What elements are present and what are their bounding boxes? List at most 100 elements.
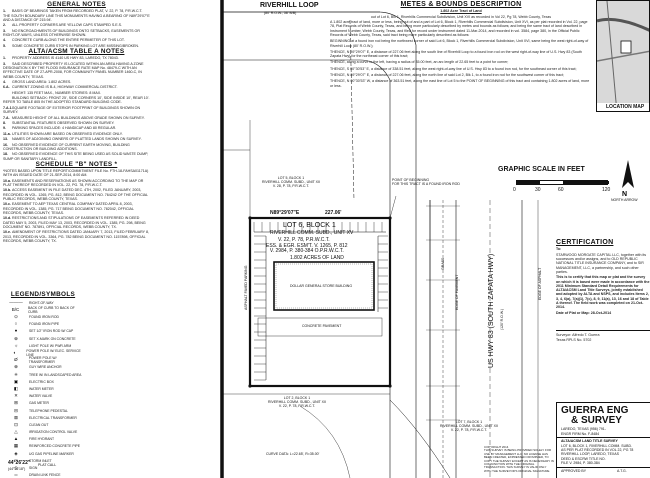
legend-symbol-icon: ⊡ <box>14 421 18 427</box>
legend-label: POWER POLE W/ TRANSFORMER <box>28 356 57 365</box>
legend-symbol-icon: ⊙ <box>14 314 18 320</box>
schedule-b-note-text: RESTRICTIONS AND STIPULATIONS OF EASEMEN… <box>3 216 146 230</box>
cert-rpls: Texas RPLS No. 5702 <box>556 338 592 343</box>
metes-paragraph: THENCE, S 00°30'53" E, a distance of 338… <box>330 66 577 71</box>
road-center-dashes <box>349 19 355 201</box>
schedule-b-note: 10.e.AMENDMENT OF RESTRICTIONS DATED JAN… <box>3 230 150 243</box>
metes-tract-head: 1.802 Acre Tract of Land <box>440 9 482 14</box>
legend-symbol-icon: ◧ <box>13 385 19 391</box>
nw-corner-marker <box>248 216 252 220</box>
alta-note-text: NO OBSERVED EVIDENCE OF CURRENT EARTH MO… <box>3 142 130 151</box>
riverhill-loop-label: RIVERHILL LOOP <box>260 2 319 9</box>
deed-ref: DEED & ESCRW TITLE NO. FILE V. 2984, P. … <box>561 457 606 465</box>
alta-note-text: SAID DESCRIBED PROPERTY IS LOCATED WITHI… <box>3 61 144 79</box>
alta-note: 1.PROPERTY ADDRESS IS 4140 US HWY 83, LA… <box>3 56 150 60</box>
legend-symbol-icon: ◐ <box>13 350 17 356</box>
parking-stalls-top <box>253 222 386 233</box>
legend-row: ⊙ FOUND IRON ROD <box>3 314 83 321</box>
legend-row: ⊗SET X-MARK ON CONCRETE <box>3 335 83 342</box>
legend-label: ELECTRIC BOX <box>29 379 54 384</box>
alta-note: 18.NO OBSERVED EVIDENCE OF THIS SITE BEI… <box>3 152 150 161</box>
alta-note-text: BUILDING SETBACK: FRONT 25', SIDE CORNER… <box>3 96 150 105</box>
title-divider <box>557 437 650 438</box>
alta-note-text: UTILITIES SHOWN ARE BASED ON OBSERVED EV… <box>12 131 123 136</box>
alta-note-number: 9. <box>3 126 6 131</box>
legend-label: IRRIGATION CONTROL VALVE <box>29 430 78 435</box>
legend-title: LEGEND/SYMBOLS <box>10 291 76 298</box>
se-corner-marker <box>388 384 392 388</box>
cert-to: To: <box>556 247 562 252</box>
alta-note-text: HEIGHT: 135 FEET MAX., NUMBER STORIES: 8… <box>12 90 102 95</box>
lot6-label: LOT 6, BLOCK 1 <box>283 222 336 229</box>
edge-asphalt-label: EDGE OF ASPHALT <box>538 267 542 300</box>
metes-subhead: out of Lot 6, Blk 1, Riverhills Commerci… <box>370 14 552 19</box>
alta-note: BUILDING SETBACK: FRONT 25', SIDE CORNER… <box>3 96 150 105</box>
legend-label: FOUND IRON ROD <box>29 315 59 320</box>
legend-symbol-icon: ◇ <box>14 465 18 471</box>
legend-row: ✳TREE W/ IN LANDSCAPED AREA <box>3 371 83 378</box>
location-map-label: LOCATION MAP <box>606 104 645 110</box>
schedule-b-note-number: 10.c. <box>3 202 11 207</box>
alta-note: 13.NAMES OF ADJOINING OWNERS OF PLATTED … <box>3 137 150 141</box>
pob-label: POINT OF BEGINNING FOR THIS TRACT IS A F… <box>392 178 460 186</box>
legend-label: POWER POLE W/ ELEC. SERVICE LINE <box>26 348 81 358</box>
scale-title: GRAPHIC SCALE IN FEET <box>498 166 585 173</box>
notes-column: GENERAL NOTES 1.BASIS OF BEARINGS TAKEN … <box>3 1 150 244</box>
firm-name-2: & SURVEY <box>571 415 622 426</box>
legend-row: ▦ REINFORCED CONCRETE PIPE <box>3 443 83 450</box>
alta-note: HEIGHT: 135 FEET MAX., NUMBER STORIES: 8… <box>3 91 150 95</box>
legend-row: ◐ POWER POLE W/ ELEC. SERVICE LINE <box>3 348 83 358</box>
location-map-drawing <box>597 1 649 111</box>
alta-note: 3.SAID DESCRIBED PROPERTY IS LOCATED WIT… <box>3 62 150 79</box>
general-note-number: 3. <box>3 28 6 33</box>
scale-tick-30: 30 <box>535 187 541 193</box>
certification-block: CERTIFICATION To: STARWOOD MORGATE CAPIT… <box>556 239 650 344</box>
legend-row: ▲FIRE HYDRANT <box>3 436 83 443</box>
survey-title: ALTA/ACSM LAND TITLE SURVEY <box>561 439 618 443</box>
schedule-b-note-text: EASEMENTS AND RESERVATIONS AS SHOWN ACCO… <box>3 178 144 188</box>
general-note-text: CONCRETE CURB ALONG THE ENTIRE PERIMETER… <box>12 38 125 43</box>
legend-symbol-icon: ⊗ <box>14 335 18 341</box>
legend-symbol-icon: ✕ <box>14 393 18 399</box>
signature-line <box>556 321 650 332</box>
legend-symbol-icon: ⊞ <box>14 400 18 406</box>
north-arrow-icon: N <box>622 160 634 196</box>
metes-bounds-block: METES & BOUNDS DESCRIPTION 1.802 Acre Tr… <box>330 1 592 90</box>
hwy-row-label: (120' R.O.W.) <box>500 308 504 330</box>
schedule-b-note-text: EASEMENT TO AEP TEXAS CENTRAL COMPANY DA… <box>3 202 134 216</box>
legend-label: SIGN <box>29 466 38 471</box>
alta-note: 7.A.1.SQUARE FOOTAGE OF EXTERIOR FOOTPRI… <box>3 106 150 115</box>
alta-note-text: NAMES OF ADJOINING OWNERS OF PLATTED LAN… <box>12 137 142 142</box>
acre-label: 1.802 ACRES OF LAND <box>290 255 344 261</box>
schedule-b-note-text: AMENDMENT OF RESTRICTIONS DATED JANUARY … <box>3 230 149 244</box>
legend-row: ⊞GAS METER <box>3 400 83 407</box>
legend-row: ⊡CLEAN OUT <box>3 421 83 428</box>
alta-note: 8.SUBSTANTIAL FEATURES OBSERVED SHOWN ON… <box>3 121 150 125</box>
cert-body: This is to certify that this map or plat… <box>556 275 650 310</box>
title-divider-2 <box>557 467 650 468</box>
alta-note: 7.A.MEASURED HEIGHT OF ALL BUILDINGS ABO… <box>3 116 150 120</box>
lot5-label: LOT 5, BLOCK 1 RIVERHILL COMM. SUBD., UN… <box>262 176 320 188</box>
driveway-curve <box>389 399 451 478</box>
pob-leader <box>389 195 397 219</box>
legend-row: ◈UG GAS PIPELINE MARKER <box>3 450 83 457</box>
firm-number: ENGR FIRM No. F-8484 <box>561 432 600 436</box>
legend-row: △IRRIGATION CONTROL VALVE <box>3 429 83 436</box>
schedule-b-note: 10.a.EASEMENTS AND RESERVATIONS AS SHOWN… <box>3 179 150 188</box>
alta-note-text: MEASURED HEIGHT OF ALL BUILDINGS ABOVE G… <box>12 115 145 120</box>
curve-note: CURVE DATA: L=22.65', R=35.00' <box>266 452 320 456</box>
schedule-b-intro: *NOTES BASED UPON TITLE REPORT/COMMITMEN… <box>3 169 149 178</box>
metes-paragraph: A 1.802 acre tract of land, more or less… <box>330 20 588 37</box>
curve-to-hwy <box>359 59 391 478</box>
scale-segment-3 <box>563 181 609 184</box>
alta-note-text: CURRENT ZONING IS B-4, HIGHWAY COMMERCIA… <box>12 85 118 90</box>
legend-symbol-icon: ▦ <box>13 443 19 449</box>
alta-note-number: 4. <box>3 80 6 85</box>
legend-label: REINFORCED CONCRETE PIPE <box>29 444 81 449</box>
metes-paragraph: THENCE, N 89°29'07" E, a distance of 227… <box>330 49 582 59</box>
scale-tick-0: 0 <box>513 187 516 193</box>
legend-symbol-icon: ═ <box>14 472 18 478</box>
legend-symbol-icon: ☼ <box>13 342 19 348</box>
